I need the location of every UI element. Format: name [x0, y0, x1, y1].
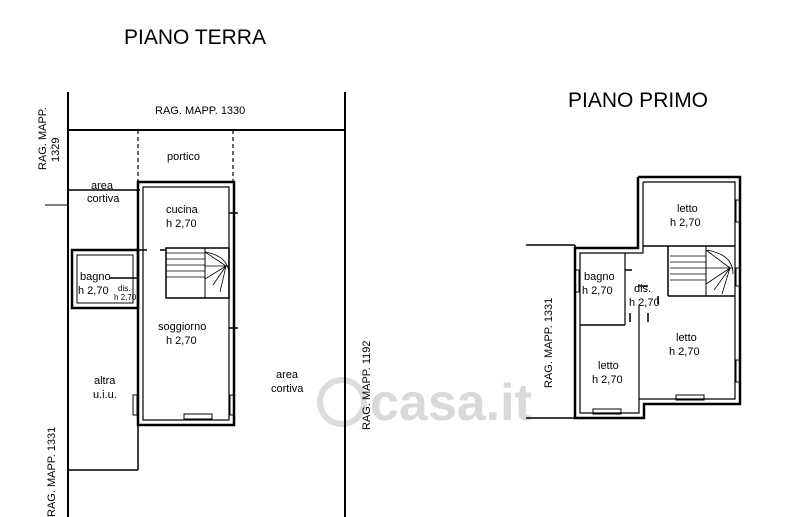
cadastral-middle: RAG. MAPP. 1192	[361, 341, 373, 430]
watermark: casa.it	[317, 374, 532, 432]
label-dis-first-h: h 2,70	[629, 297, 660, 309]
label-portico: portico	[167, 151, 200, 163]
watermark-text: casa.it	[370, 374, 532, 432]
label-dis: dis.	[118, 284, 130, 293]
label-letto-top-h: h 2,70	[670, 217, 701, 229]
label-uiu: u.i.u.	[93, 389, 117, 401]
title-first-floor: PIANO PRIMO	[568, 89, 708, 112]
label-soggiorno-h: h 2,70	[166, 335, 197, 347]
label-cucina-h: h 2,70	[166, 218, 197, 230]
label-letto-left: letto	[598, 360, 619, 372]
cadastral-bottom-left: RAG. MAPP. 1331	[46, 427, 58, 517]
label-bagno-h: h 2,70	[78, 285, 109, 297]
label-letto-right: letto	[676, 332, 697, 344]
label-letto-left-h: h 2,70	[592, 374, 623, 386]
cadastral-left-top-2: 1329	[50, 138, 62, 162]
label-area-right-2: cortiva	[271, 383, 304, 395]
label-altra: altra	[94, 375, 116, 387]
label-area-cortiva-1: area	[91, 180, 114, 192]
ground-floor-plan	[45, 92, 346, 517]
title-ground-floor: PIANO TERRA	[124, 26, 266, 49]
label-letto-top: letto	[677, 203, 698, 215]
label-cucina: cucina	[166, 204, 199, 216]
label-bagno-first: bagno	[584, 271, 615, 283]
first-floor-plan	[526, 175, 742, 420]
label-dis-first: dis.	[634, 283, 651, 295]
cadastral-top: RAG. MAPP. 1330	[155, 105, 245, 117]
cadastral-left-top-1: RAG. MAPP.	[37, 107, 49, 170]
label-letto-right-h: h 2,70	[669, 346, 700, 358]
label-soggiorno: soggiorno	[158, 321, 206, 333]
label-area-right-1: area	[276, 369, 299, 381]
cadastral-first-floor-left: RAG. MAPP. 1331	[543, 298, 555, 388]
label-bagno: bagno	[80, 271, 111, 283]
label-dis-h: h 2,70	[114, 293, 137, 302]
label-bagno-first-h: h 2,70	[582, 285, 613, 297]
label-area-cortiva-2: cortiva	[87, 193, 120, 205]
